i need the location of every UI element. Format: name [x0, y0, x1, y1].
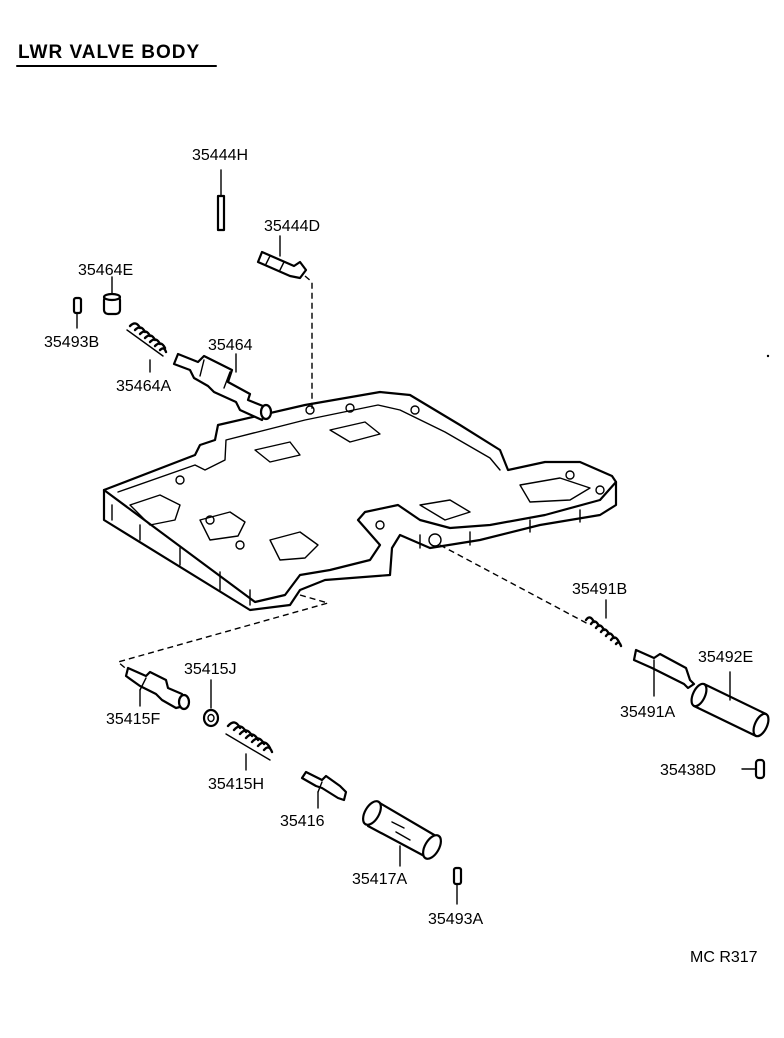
- cap-35464e: [102, 276, 122, 316]
- label-35464: 35464: [208, 337, 253, 354]
- label-35415j: 35415J: [184, 661, 237, 678]
- label-35491a: 35491A: [620, 704, 675, 721]
- label-35417a: 35417A: [352, 871, 407, 888]
- valve-body-plate: [102, 390, 618, 612]
- label-35415h: 35415H: [208, 776, 264, 793]
- label-35491b: 35491B: [572, 581, 627, 598]
- label-35493b: 35493B: [44, 334, 99, 351]
- leader-dashed-35415f: [116, 594, 331, 673]
- retainer-35438d: [741, 758, 766, 780]
- label-35464e: 35464E: [78, 262, 133, 279]
- plug-35444d: [256, 235, 308, 280]
- retainer-35493b: [72, 296, 83, 329]
- label-35416: 35416: [280, 813, 325, 830]
- sleeve-35417a: [362, 800, 442, 867]
- leader-dashed-35444d: [304, 275, 313, 410]
- label-35444h: 35444H: [192, 147, 248, 164]
- washer-35415j: [202, 679, 220, 728]
- margin-dot: [766, 354, 770, 358]
- retainer-35493a: [452, 866, 463, 905]
- label-35492e: 35492E: [698, 649, 753, 666]
- spring-35415h: [225, 721, 274, 771]
- spring-35464a: [126, 322, 168, 373]
- label-35415f: 35415F: [106, 711, 160, 728]
- plug-35416: [300, 770, 348, 809]
- leader-dashed-35491b: [439, 544, 591, 626]
- label-35493a: 35493A: [428, 911, 483, 928]
- diagram-title: LWR VALVE BODY: [18, 42, 200, 63]
- figure-code: MC R317: [690, 949, 758, 966]
- label-35438d: 35438D: [660, 762, 716, 779]
- label-35464a: 35464A: [116, 378, 171, 395]
- valve-35464: [172, 352, 273, 422]
- label-35444d: 35444D: [264, 218, 320, 235]
- valve-35491a: [632, 648, 696, 697]
- valve-35415f: [124, 666, 191, 711]
- sleeve-35492e: [690, 671, 770, 738]
- pin-35444h: [216, 169, 226, 232]
- spring-35491b: [584, 599, 623, 648]
